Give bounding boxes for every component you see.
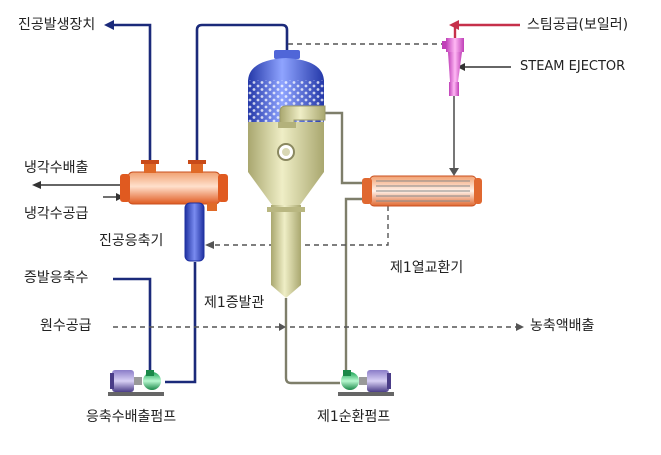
evaporator-vessel xyxy=(248,50,326,298)
cooling-water-in-label: 냉각수공급 xyxy=(24,206,89,222)
circulation-line xyxy=(284,111,364,385)
steam-ejector xyxy=(442,38,464,96)
cooling-water-out-arrow xyxy=(32,181,41,189)
vacuum-outlet-arrow xyxy=(104,20,114,30)
steam-ejector-arrow xyxy=(457,63,465,71)
condensate-pump-label: 응축수배출펌프 xyxy=(86,409,177,425)
concentrate-arrow xyxy=(516,323,524,331)
steam-supply-label: 스팀공급(보일러) xyxy=(527,17,629,33)
heat-exchanger-label: 제1열교환기 xyxy=(390,260,464,276)
condensate-pump xyxy=(108,370,164,396)
vacuum-line xyxy=(113,23,289,384)
first-evaporator-label: 제1증발관 xyxy=(204,295,265,311)
evaporated-condensate-label: 증발응축수 xyxy=(24,270,89,286)
cooling-water-out-label: 냉각수배출 xyxy=(24,160,89,176)
steam-line xyxy=(453,23,520,38)
condenser-shell xyxy=(120,160,228,211)
vacuum-condenser-label: 진공응축기 xyxy=(99,233,164,249)
raw-water-supply-label: 원수공급 xyxy=(40,318,92,334)
raw-water-arrow xyxy=(279,323,286,331)
ejector-to-hx-arrow xyxy=(449,168,459,176)
vacuum-generator-label: 진공발생장치 xyxy=(18,17,96,33)
vacuum-dashed-arrow xyxy=(205,241,214,249)
heat-exchanger xyxy=(362,175,482,207)
circulation-pump-label: 제1순환펌프 xyxy=(317,409,391,425)
circulation-pump xyxy=(338,370,394,396)
concentrate-discharge-label: 농축액배출 xyxy=(530,318,595,334)
steam-supply-arrow xyxy=(449,20,459,30)
condenser-vessel xyxy=(184,202,205,262)
steam-ejector-label: STEAM EJECTOR xyxy=(520,59,626,74)
